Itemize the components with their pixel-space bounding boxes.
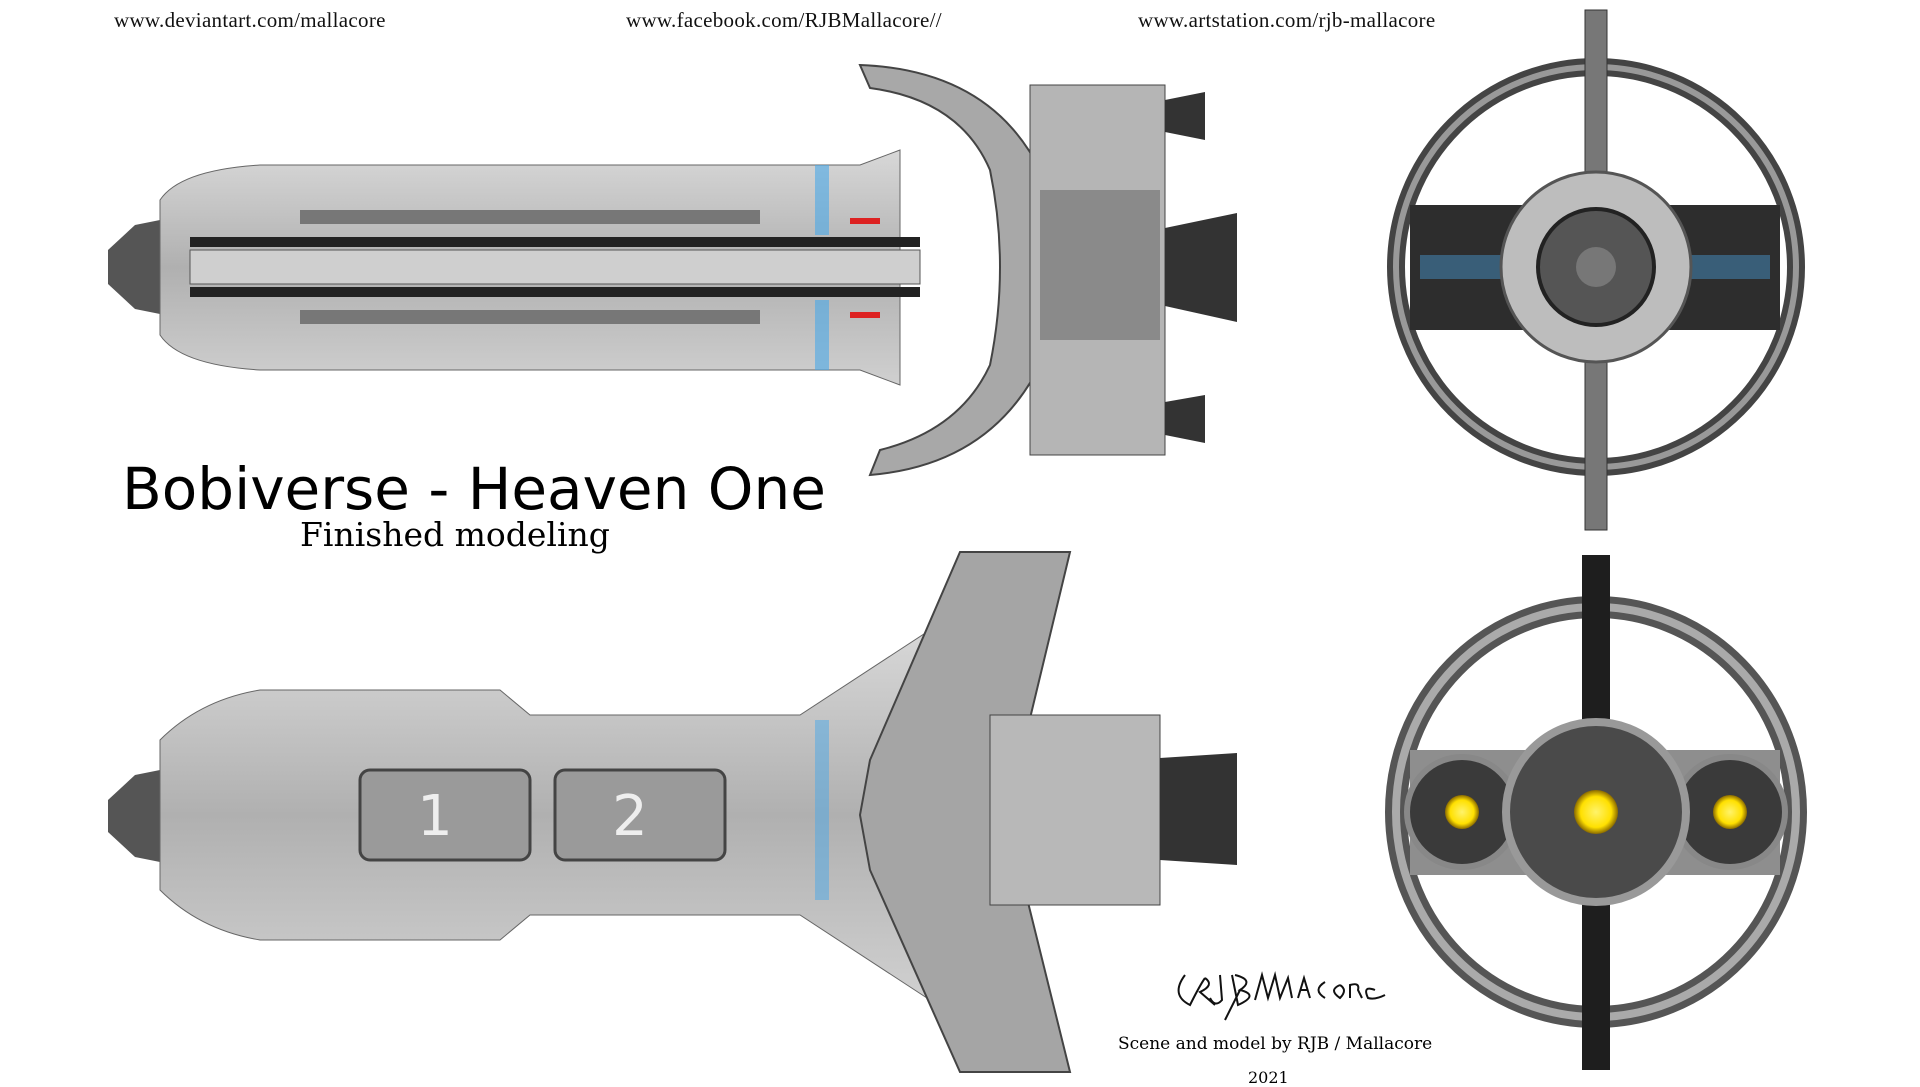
page-title: Bobiverse - Heaven One [122, 455, 826, 523]
engine-glow-right [1713, 795, 1747, 829]
hatch-label-2: 2 [612, 784, 648, 849]
deviantart-link: www.deviantart.com/mallacore [114, 8, 386, 32]
engine-glow-center [1574, 790, 1618, 834]
page-subtitle: Finished modeling [300, 515, 610, 554]
top-view-ship [108, 63, 1237, 477]
facebook-link: www.facebook.com/RJBMallacore// [626, 8, 942, 32]
hatch-label-1: 1 [417, 784, 453, 849]
year-text: 2021 [1248, 1068, 1289, 1087]
bottom-view-ship: 1 2 [108, 551, 1237, 1073]
signature [1177, 971, 1386, 1021]
rear-view-bottom [1385, 555, 1807, 1070]
front-view-top [1387, 9, 1805, 531]
engine-glow-left [1445, 795, 1479, 829]
credit-text: Scene and model by RJB / Mallacore [1118, 1034, 1433, 1054]
artstation-link: www.artstation.com/rjb-mallacore [1138, 8, 1436, 32]
